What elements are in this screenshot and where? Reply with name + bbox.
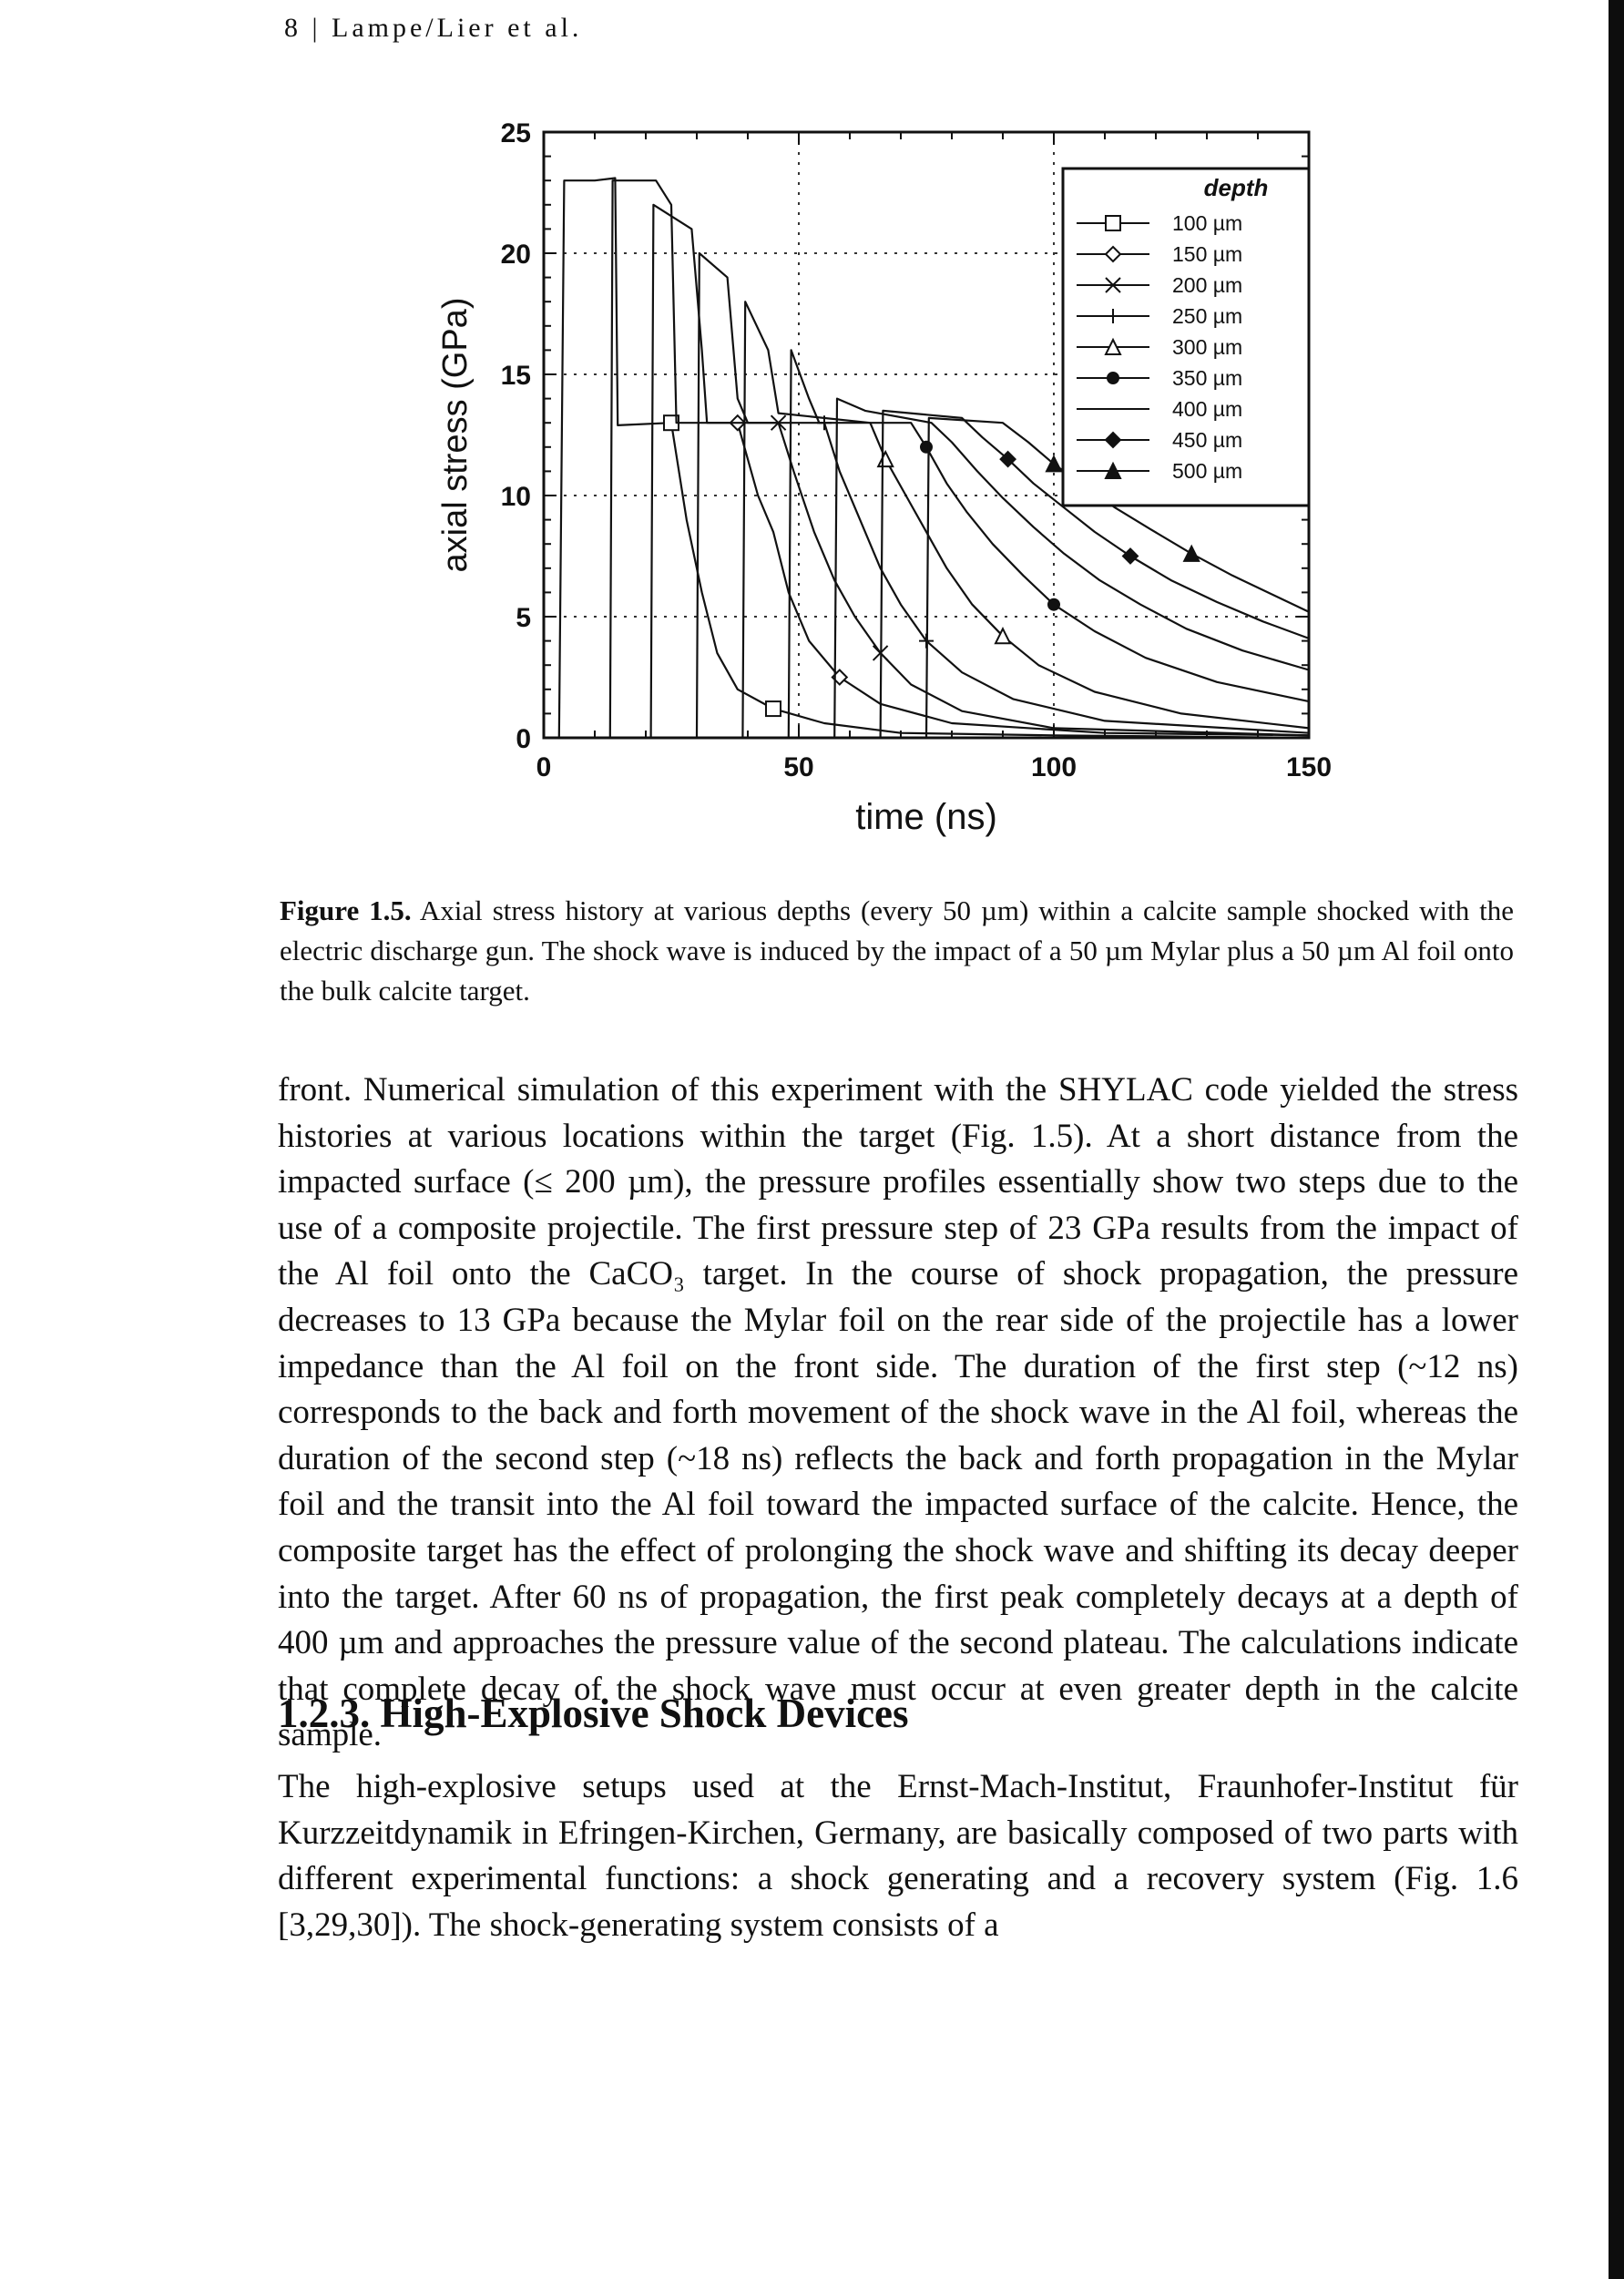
series-line [544,177,1310,740]
y-tick-label: 0 [516,724,531,754]
legend-entry: 400 µm [1077,397,1242,421]
data-marker [920,440,933,454]
scan-edge-bar [1609,0,1624,2279]
series-8 [544,409,1310,740]
x-axis-label: time (ns) [855,797,997,837]
series-line [544,301,1310,740]
body-paragraph-2: The high-explosive setups used at the Er… [278,1768,1518,1944]
data-marker [876,449,894,468]
legend-label: 150 µm [1172,242,1242,266]
legend-entry: 450 µm [1077,428,1242,452]
legend-title: depth [1204,174,1269,201]
series-1 [544,177,1310,740]
legend-label: 100 µm [1172,211,1242,235]
data-marker [1107,372,1119,384]
legend-entry: 500 µm [1077,459,1242,483]
running-head: 8 | Lampe/Lier et al. [284,13,583,43]
series-line [544,409,1310,740]
stress-history-chart: 0 50 100 150 0 5 10 15 20 25 time (ns) axial stre… [436,118,1332,837]
series-line [544,349,1310,740]
x-tick-label: 0 [536,752,552,782]
x-tick-label: 150 [1286,752,1332,782]
y-tick-label: 10 [501,482,531,512]
legend-label: 350 µm [1172,366,1242,390]
y-axis-label: axial stress (GPa) [436,298,475,573]
legend-entry: 150 µm [1077,242,1242,266]
data-marker [1104,337,1122,355]
data-marker [1182,544,1200,562]
series-line [544,203,1310,740]
data-marker [1106,309,1120,323]
x-tick-label: 50 [783,752,813,782]
legend-entry: 200 µm [1077,273,1242,297]
data-marker [999,450,1017,468]
data-marker [1105,277,1121,293]
x-tick-label: 100 [1031,752,1077,782]
legend-box [1061,167,1311,507]
figure-label: Figure 1.5. [280,894,412,926]
legend-label: 200 µm [1172,273,1242,297]
data-marker [1047,598,1060,611]
chart-legend: depth 100 µm 150 µm 200 µm 250 µm 300 µm 350 … [1061,167,1311,507]
legend-entry: 300 µm [1077,335,1242,359]
body-paragraph-1: front. Numerical simulation of this expe… [278,1071,1518,1754]
legend-entry: 100 µm [1077,211,1242,235]
data-marker [1104,431,1122,449]
data-marker [1105,215,1121,231]
legend-label: 400 µm [1172,397,1242,421]
data-marker [1104,245,1122,263]
y-tick-label: 5 [516,603,531,633]
data-marker [765,700,781,718]
legend-label: 450 µm [1172,428,1242,452]
data-marker [1104,461,1122,479]
data-marker [1121,547,1139,565]
y-tick-label: 15 [501,361,531,391]
legend-label: 250 µm [1172,304,1242,328]
legend-label: 500 µm [1172,459,1242,483]
legend-entry: 250 µm [1077,304,1242,328]
series-7 [544,397,1310,740]
legend-entry: 350 µm [1077,366,1242,390]
legend-label: 300 µm [1172,335,1242,359]
y-tick-label: 20 [501,240,531,270]
figure-caption: Figure 1.5. Axial stress history at vari… [280,891,1514,1011]
data-marker [1045,455,1063,473]
figure-caption-text: Axial stress history at various depths (… [280,894,1515,1007]
section-heading: 1.2.3. High-Explosive Shock Devices [278,1691,909,1736]
data-marker [994,627,1012,645]
series-line [544,179,1310,740]
y-tick-label: 25 [501,118,531,148]
series-line [544,251,1310,740]
series-line [544,397,1310,740]
